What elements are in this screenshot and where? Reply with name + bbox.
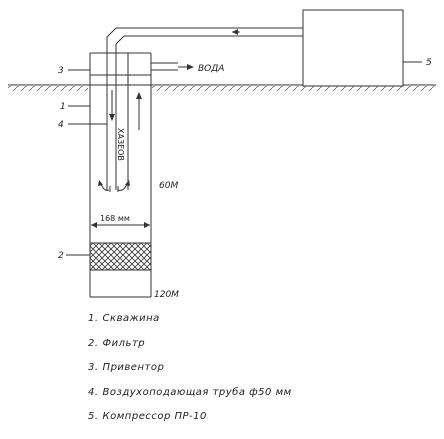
callout-4: 4 — [58, 120, 107, 130]
callout-2: 2 — [58, 251, 90, 261]
compressor-box — [302, 9, 404, 87]
diameter-label: 168 мм — [100, 214, 130, 223]
legend-num: 2. — [88, 337, 99, 349]
legend-num: 5. — [88, 411, 99, 422]
legend-item-4: 4.Воздухоподающая труба ф50 мм — [88, 383, 292, 408]
callout-3-label: 3 — [58, 66, 64, 76]
preventer — [90, 52, 194, 190]
legend-num: 4. — [88, 386, 99, 398]
legend-item-3: 3.Привентор — [88, 358, 292, 383]
callout-2-label: 2 — [58, 251, 64, 261]
legend-item-2: 2.Фильтр — [88, 334, 292, 359]
legend-item-1: 1.Скважина — [88, 309, 292, 334]
legend-num: 1. — [88, 313, 99, 324]
legend-text: Скважина — [102, 313, 160, 324]
bubble-arrows — [98, 180, 130, 192]
air-flow-arrow — [109, 90, 142, 130]
callout-5: 5 — [403, 58, 432, 68]
callout-3: 3 — [58, 66, 90, 76]
depth-60-label: 60М — [159, 181, 178, 191]
legend-text: Компрессор ПР-10 — [102, 411, 207, 422]
callout-5-label: 5 — [426, 58, 432, 68]
legend-text: Воздухоподающая труба ф50 мм — [102, 386, 292, 398]
legend-item-5: 5.Компрессор ПР-10 — [88, 407, 292, 432]
water-label: ВОДА — [198, 64, 224, 74]
air-pipe — [106, 27, 303, 190]
legend-num: 3. — [88, 362, 99, 373]
callout-1-label: 1 — [60, 102, 66, 112]
legend: 1.Скважина 2.Фильтр 3.Привентор 4.Воздух… — [88, 309, 292, 432]
legend-text: Привентор — [102, 362, 165, 373]
pipe-label: ХАЗЕОВ — [116, 128, 125, 161]
callout-4-label: 4 — [58, 120, 64, 130]
depth-120-label: 120М — [154, 290, 179, 300]
legend-text: Фильтр — [102, 337, 146, 349]
diameter-dimension — [91, 222, 150, 228]
filter-section — [89, 242, 152, 271]
callout-1: 1 — [60, 102, 90, 112]
